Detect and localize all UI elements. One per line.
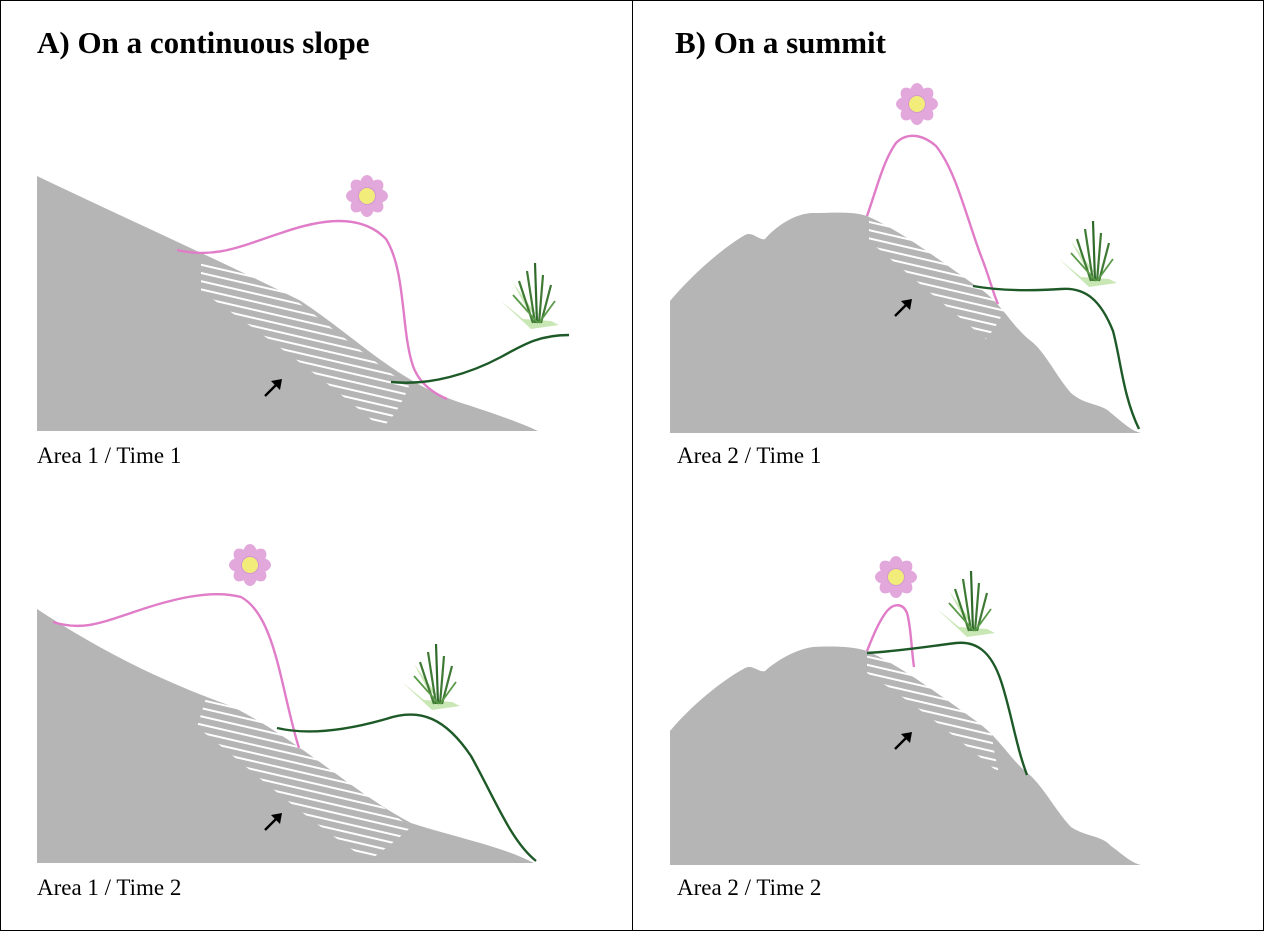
hatched-zone <box>201 263 409 428</box>
flower-icon <box>229 544 271 586</box>
grass-distribution-curve <box>972 284 1141 430</box>
grass-icon <box>1057 219 1119 289</box>
summit-terrain <box>670 646 1141 865</box>
panel-b-heading: B) On a summit <box>675 25 886 60</box>
panel-a-top-caption: Area 1 / Time 1 <box>37 443 182 468</box>
summit-terrain <box>670 212 1141 433</box>
flower-icon <box>896 83 938 125</box>
flower-icon <box>346 175 388 217</box>
hatched-zone <box>197 698 411 861</box>
hatched-zone <box>867 656 999 773</box>
panel-divider <box>632 1 633 930</box>
flower-distribution-curve <box>176 219 448 401</box>
grass-icon <box>935 569 997 639</box>
panel-b-bottom-caption: Area 2 / Time 2 <box>677 875 822 900</box>
slope-terrain <box>37 609 534 863</box>
flower-icon <box>875 556 917 598</box>
flower-distribution-curve <box>52 592 301 749</box>
grass-icon <box>499 261 561 331</box>
panel-b-top-caption: Area 2 / Time 1 <box>677 443 822 468</box>
panel-a-top <box>37 175 570 431</box>
grass-distribution-curve <box>390 333 570 384</box>
panel-a-bottom <box>37 544 537 863</box>
panel-a-heading: A) On a continuous slope <box>37 25 370 60</box>
hatched-zone <box>869 219 1006 339</box>
panel-b-bottom <box>670 556 1141 865</box>
grass-icon <box>400 642 462 712</box>
panel-a-bottom-caption: Area 1 / Time 2 <box>37 875 182 900</box>
panel-b-top <box>670 83 1141 433</box>
grass-distribution-curve <box>866 641 1029 776</box>
grass-distribution-curve <box>276 713 537 862</box>
flower-distribution-curve <box>865 604 916 668</box>
flower-distribution-curve <box>865 134 1000 305</box>
